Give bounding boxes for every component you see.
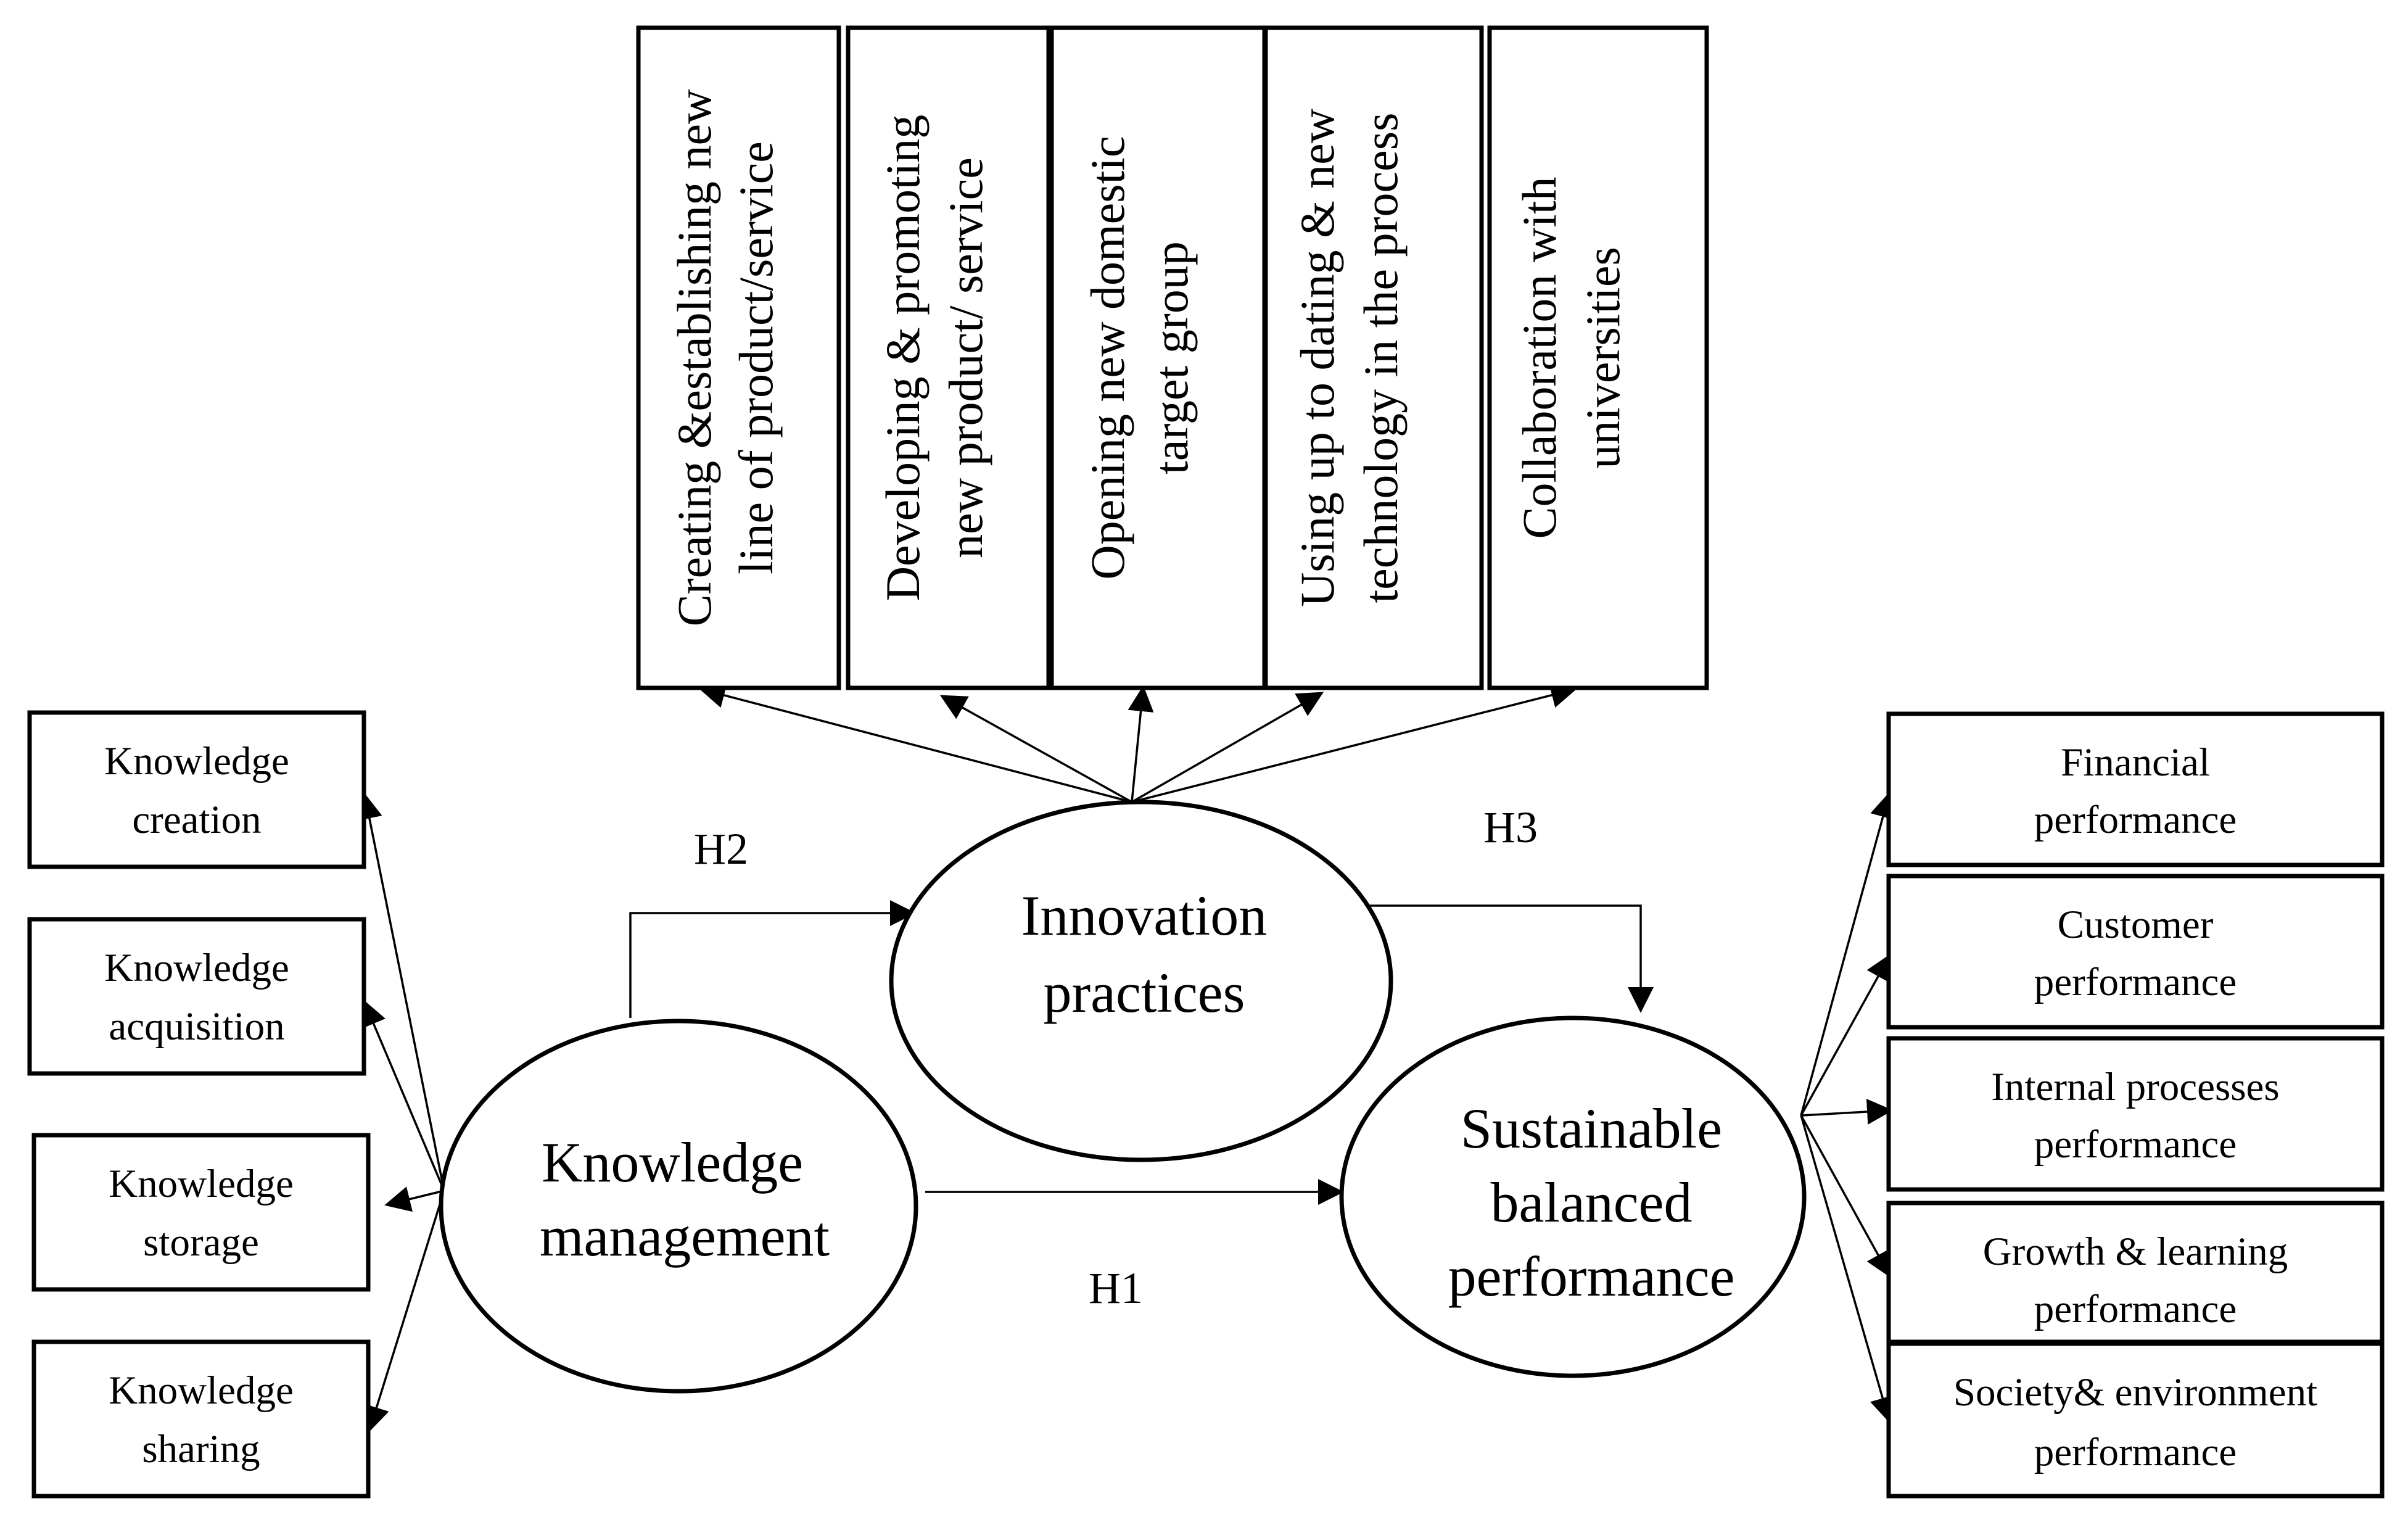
innovation-box-opening: Opening new domestic target group [1049,25,1267,690]
km-box-creation: Knowledge creation [27,710,366,869]
km-box-storage: Knowledge storage [31,1133,371,1292]
construct-label-line: balanced [1491,1171,1693,1234]
performance-box-growth: Growth & learning performance [1886,1201,2385,1344]
innovation-box-label-line: universities [1576,247,1630,469]
arrow-h3 [1351,904,1654,1013]
km-dimensions: Knowledge creation Knowledge acquisition… [27,710,371,1499]
innovation-box-label-line: Using up to dating & new [1290,109,1344,607]
arrow-km-to-creation [357,793,445,1191]
hypothesis-label-h1: H1 [1089,1264,1143,1313]
km-box-label-line: acquisition [109,1004,284,1049]
arrow-km-to-sharing [364,1190,445,1433]
arrow-sp-to-growth [1800,1115,1891,1278]
innovation-dimensions: Creating &establishing new line of produ… [636,25,1709,690]
km-box-label-line: Knowledge [109,1368,294,1413]
construct-label-line: performance [1448,1245,1735,1308]
km-box-label-line: sharing [142,1427,260,1471]
km-box-acquisition: Knowledge acquisition [27,917,366,1076]
arrow-km-to-storage [384,1186,445,1212]
performance-box-label-line: performance [2034,1122,2237,1167]
innovation-box-label-line: line of product/service [729,141,783,574]
performance-box-society: Society& environment performance [1886,1341,2385,1499]
connectors [357,682,1895,1433]
performance-box-label-line: Society& environment [1953,1370,2317,1415]
km-box-label-line: Knowledge [109,1162,294,1206]
construct-label-line: Sustainable [1461,1097,1722,1160]
arrow-sp-to-customer [1800,953,1891,1116]
arrow-ip-to-opening [1128,685,1154,803]
innovation-box-label-line: Creating &establishing new [667,89,721,627]
performance-box-label-line: performance [2034,1430,2237,1474]
performance-box-label-line: Customer [2058,903,2214,947]
performance-box-label-line: performance [2034,1287,2237,1331]
arrow-ip-to-developing [939,695,1132,803]
performance-box-label-line: performance [2034,798,2237,842]
arrow-ip-to-creating [699,682,1132,803]
construct-label-line: practices [1044,961,1245,1024]
km-box-sharing: Knowledge sharing [31,1339,371,1499]
construct-knowledge-management: Knowledge management [439,1019,918,1394]
hypothesis-label-h2: H2 [694,824,748,874]
performance-box-label-line: Growth & learning [1983,1230,2288,1274]
innovation-box-label-line: target group [1144,241,1198,474]
innovation-box-developing: Developing & promoting new product/ serv… [846,25,1051,690]
innovation-box-label-line: Opening new domestic [1081,136,1134,579]
construct-label-line: management [540,1205,830,1268]
innovation-box-label-line: technology in the process [1354,113,1408,603]
performance-box-label-line: performance [2034,960,2237,1004]
construct-label-line: Innovation [1021,884,1268,947]
arrow-h2 [629,900,916,1018]
km-box-label-line: Knowledge [104,946,289,990]
arrow-sp-to-financial [1800,792,1895,1116]
innovation-box-universities: Collaboration with universities [1487,25,1709,690]
performance-box-customer: Customer performance [1886,874,2385,1030]
performance-box-label-line: Financial [2061,740,2210,785]
hypothesis-label-h3: H3 [1483,803,1538,852]
performance-dimensions: Financial performance Customer performan… [1886,711,2385,1499]
innovation-box-creating: Creating &establishing new line of produ… [636,25,841,690]
arrow-ip-to-universities [1131,682,1577,803]
arrow-km-to-acquisition [361,999,445,1191]
performance-box-internal: Internal processes performance [1886,1036,2385,1192]
innovation-box-label-line: new product/ service [939,157,992,558]
km-box-label-line: Knowledge [104,739,289,784]
construct-label-line: Knowledge [542,1131,803,1194]
innovation-box-label-line: Developing & promoting [876,115,930,602]
km-box-label-line: storage [143,1220,259,1265]
construct-sustainable-performance: Sustainable balanced performance [1339,1015,1807,1378]
km-box-label-line: creation [132,798,261,842]
arrow-sp-to-society [1800,1115,1895,1423]
performance-box-financial: Financial performance [1886,711,2385,867]
arrow-ip-to-technology [1131,692,1324,803]
arrow-sp-to-internal [1800,1099,1893,1125]
innovation-box-label-line: Collaboration with [1512,176,1566,539]
construct-innovation-practices: Innovation practices [889,800,1393,1162]
performance-box-label-line: Internal processes [1991,1065,2279,1109]
innovation-box-technology: Using up to dating & new technology in t… [1263,25,1484,690]
